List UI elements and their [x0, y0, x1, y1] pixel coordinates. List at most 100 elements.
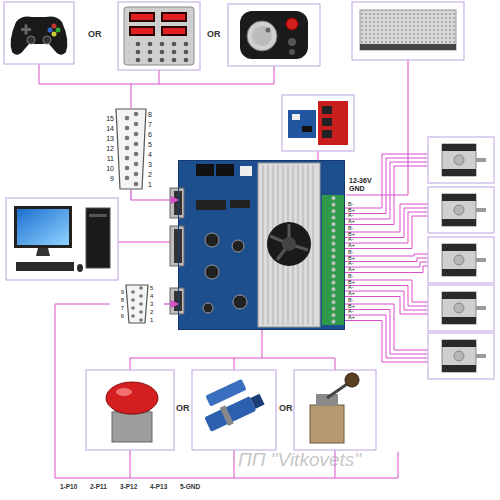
wire	[318, 151, 319, 160]
computer	[89, 214, 107, 217]
wire	[345, 304, 428, 362]
or-label: OR	[88, 30, 102, 39]
pin-number: 9	[100, 175, 114, 182]
computer	[77, 264, 83, 272]
relay-board	[322, 106, 332, 114]
pin-label: 1-P10	[60, 484, 77, 491]
relay-board	[288, 110, 316, 138]
connector-pin	[125, 176, 130, 181]
connector-outline	[126, 285, 148, 323]
pin-number: 6	[110, 313, 124, 319]
handwheel-pendant	[286, 18, 298, 30]
connector-pin	[134, 152, 139, 157]
proximity-sensor	[192, 370, 276, 450]
wire	[345, 204, 428, 249]
gamepad	[48, 28, 53, 33]
connector-pin	[139, 302, 143, 306]
connector-pin	[125, 116, 130, 121]
connector-pin	[134, 182, 139, 187]
limit-switch	[345, 373, 359, 387]
relay-board	[322, 130, 332, 138]
pin-number: 4	[148, 151, 162, 158]
pin-number: 5	[150, 285, 162, 291]
connector-pin	[134, 112, 139, 117]
power-supply	[352, 2, 464, 60]
connector-pin	[125, 136, 130, 141]
pin-number: 1	[150, 317, 162, 323]
computer	[6, 198, 118, 280]
control-pendant	[118, 2, 200, 70]
wire-label: A+	[348, 291, 355, 297]
proximity-sensor	[204, 396, 256, 432]
power-supply	[360, 10, 456, 50]
connector-pin	[131, 290, 135, 294]
computer	[6, 198, 118, 280]
watermark: ПП "Vitkovets"	[238, 450, 361, 469]
relay-board	[322, 118, 332, 126]
connector-pin	[134, 122, 139, 127]
power-supply	[352, 2, 464, 60]
emergency-stop	[112, 412, 152, 442]
connector-outline	[116, 109, 146, 189]
computer	[14, 206, 72, 248]
connector-pin	[125, 166, 130, 171]
driver-board	[263, 165, 313, 325]
pin-number: 9	[110, 289, 124, 295]
pin-number: 13	[100, 135, 114, 142]
or-label: OR	[207, 30, 221, 39]
pin-number: 10	[100, 165, 114, 172]
driver-board	[270, 224, 308, 260]
driver-board	[322, 195, 345, 325]
relay-board	[282, 95, 354, 151]
connector-pin	[134, 142, 139, 147]
relay-board	[318, 101, 348, 145]
connector-pin	[139, 286, 143, 290]
driver-board	[205, 265, 219, 279]
driver-board	[240, 166, 252, 176]
pin-number: 12	[100, 145, 114, 152]
handwheel-pendant	[266, 28, 271, 33]
driver-board	[170, 226, 184, 266]
control-pendant	[129, 12, 155, 22]
limit-switch	[294, 370, 376, 450]
connector-pin	[139, 310, 143, 314]
pin-number: 7	[148, 121, 162, 128]
pin-label: 5-GND	[180, 484, 200, 491]
emergency-stop	[86, 370, 174, 450]
pin-number: 4	[150, 293, 162, 299]
power-label: GND	[349, 185, 365, 192]
wire	[345, 280, 428, 314]
limit-switch	[316, 394, 338, 406]
connector-pin	[125, 146, 130, 151]
relay-board	[292, 114, 300, 120]
control-pendant	[118, 2, 200, 70]
connector-pin	[139, 318, 143, 322]
pin-number: 8	[110, 297, 124, 303]
emergency-stop	[106, 382, 158, 414]
connector-pin	[125, 156, 130, 161]
pin-number: 3	[150, 301, 162, 307]
handwheel-pendant	[240, 11, 308, 59]
pin-number: 6	[148, 131, 162, 138]
gamepad	[52, 32, 57, 37]
wire	[345, 254, 428, 273]
connector-pin	[134, 172, 139, 177]
connector-pin	[134, 162, 139, 167]
control-pendant	[163, 14, 185, 20]
gamepad	[25, 25, 28, 35]
computer	[16, 262, 74, 271]
emergency-stop	[116, 388, 132, 396]
control-pendant	[131, 14, 153, 20]
relay-board	[302, 126, 312, 132]
wire	[39, 60, 428, 478]
wire	[345, 154, 428, 225]
gamepad	[27, 36, 35, 44]
connector-pin	[134, 132, 139, 137]
control-pendant	[129, 26, 155, 36]
driver-board	[203, 303, 213, 313]
limit-switch	[310, 405, 344, 443]
driver-board	[267, 222, 311, 266]
gamepad	[4, 2, 74, 64]
or-label: OR	[176, 404, 190, 413]
